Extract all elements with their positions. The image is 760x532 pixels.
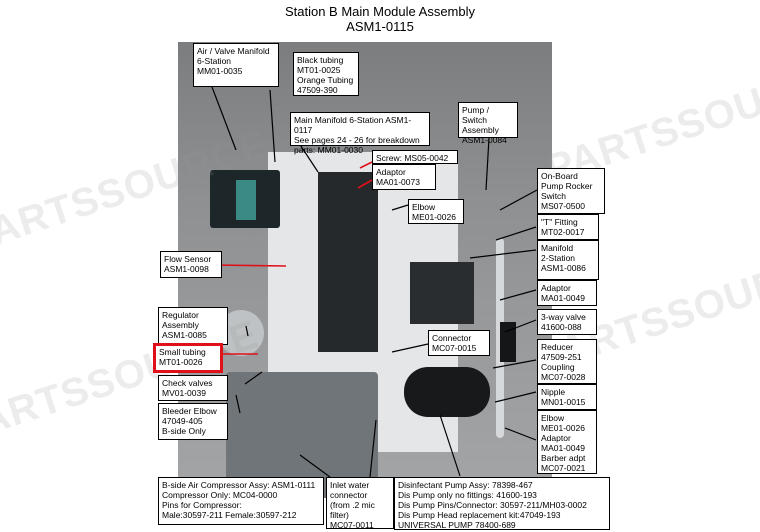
callout-air-valve-manifold: Air / Valve Manifold 6-Station MM01-0035 — [193, 43, 279, 87]
callout-elbow-bottom: Elbow ME01-0026 Adaptor MA01-0049 Barber… — [537, 410, 597, 474]
callout-bleeder-elbow: Bleeder Elbow 47049-405 B-side Only — [158, 403, 228, 440]
callout-manifold-2station: Manifold 2-Station ASM1-0086 — [537, 240, 599, 280]
valve-block-green — [236, 180, 256, 220]
disinfectant-pump-part — [404, 367, 490, 417]
callout-air-compressor: B-side Air Compressor Assy: ASM1-0111 Co… — [158, 477, 324, 525]
callout-adaptor-top: Adaptor MA01-0073 — [372, 164, 436, 190]
callout-check-valves: Check valves MV01-0039 — [158, 375, 228, 401]
callout-black-tubing: Black tubing MT01-0025 Orange Tubing 475… — [293, 52, 359, 96]
callout-screw: Screw: MS05-0042 — [372, 150, 458, 164]
callout-elbow-top: Elbow ME01-0026 — [408, 199, 464, 224]
callout-pump-switch: Pump / Switch Assembly ASM1-0084 — [458, 102, 518, 145]
callout-t-fitting: "T" Fitting MT02-0017 — [537, 214, 599, 240]
callout-main-manifold: Main Manifold 6-Station ASM1-0117 See pa… — [290, 112, 430, 155]
callout-reducer: Reducer 47509-251 Coupling MC07-0028 — [537, 339, 597, 384]
callout-nipple: Nipple MN01-0015 — [537, 384, 597, 410]
callout-inlet-water: Inlet water connector (from .2 mic filte… — [326, 477, 394, 530]
page-subtitle: ASM1-0115 — [346, 19, 414, 34]
page-title: Station B Main Module Assembly — [284, 4, 476, 19]
callout-disinfectant-pump: Disinfectant Pump Assy: 78398-467 Dis Pu… — [394, 477, 610, 530]
main-manifold-part — [318, 172, 378, 352]
manifold-2station-part — [410, 262, 474, 324]
callout-adaptor-right: Adaptor MA01-0049 — [537, 280, 597, 306]
callout-small-tubing: Small tubing MT01-0026 — [153, 343, 223, 373]
callout-onboard-switch: On-Board Pump Rocker Switch MS07-0500 — [537, 168, 605, 214]
callout-flow-sensor: Flow Sensor ASM1-0098 — [160, 251, 222, 278]
callout-three-way-valve: 3-way valve 41600-088 — [537, 309, 597, 335]
callout-connector: Connector MC07-0015 — [428, 330, 490, 356]
three-way-valve-part — [500, 322, 516, 362]
callout-regulator: Regulator Assembly ASM1-0085 — [158, 307, 228, 345]
